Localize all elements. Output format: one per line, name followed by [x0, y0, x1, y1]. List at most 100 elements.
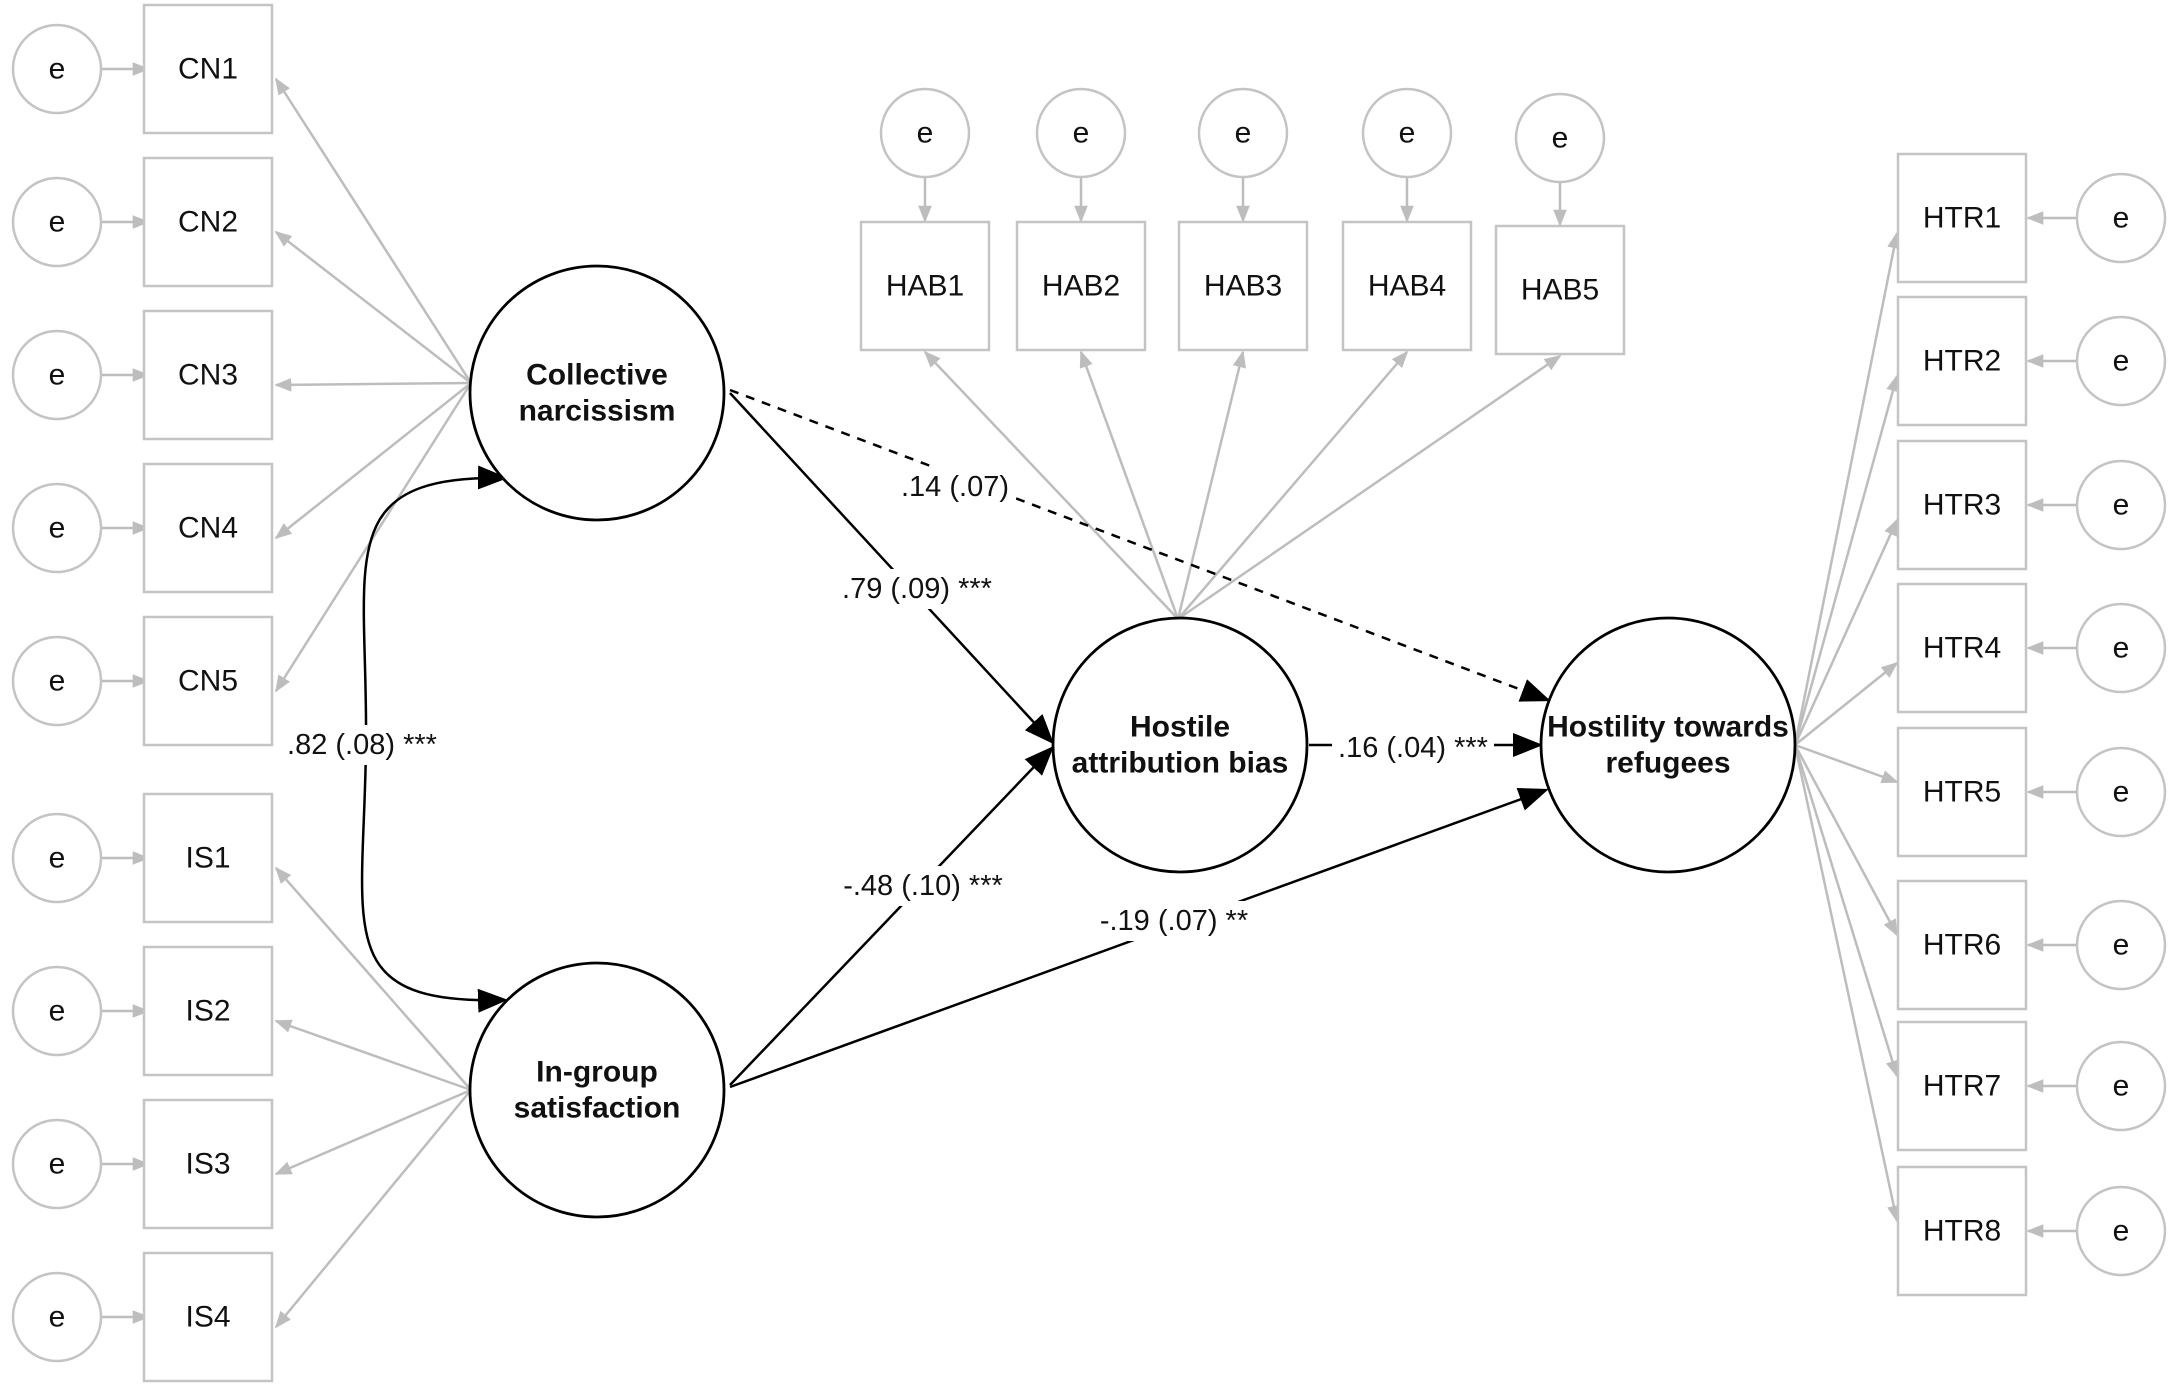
error-circle-htr4: [2075, 602, 2167, 694]
path-labels-layer: .82 (.08) ***.79 (.09) ***-.48 (.10) ***…: [278, 467, 1494, 941]
error-circle-htr7-label: e: [2113, 1070, 2130, 1103]
indicator-box-hab5: [1494, 224, 1626, 356]
loading-hab5: [1177, 354, 1562, 621]
error-circle-is2: [11, 965, 103, 1057]
error-circle-htr2: [2075, 315, 2167, 407]
indicator-label-hab5: HAB5: [1521, 274, 1599, 307]
path-label-bg-cn_htr: [894, 467, 1016, 507]
error-circle-cn1: [11, 23, 103, 115]
latent-label-htr-line2: refugees: [1605, 747, 1730, 780]
loading-htr1: [1793, 231, 1901, 746]
loading-hab4: [1177, 350, 1409, 620]
error-circle-hab5: [1514, 92, 1606, 184]
indicator-label-htr7: HTR7: [1923, 1070, 2001, 1103]
latent-label-is-line2: satisfaction: [514, 1092, 681, 1125]
indicator-label-is3: IS3: [185, 1148, 230, 1181]
error-circle-htr2-label: e: [2113, 345, 2130, 378]
error-circle-htr1: [2075, 172, 2167, 264]
error-circle-cn4: [11, 482, 103, 574]
error-circle-cn4-label: e: [49, 512, 66, 545]
loading-htr3: [1793, 518, 1899, 746]
latent-label-hab-line1: Hostile: [1130, 711, 1230, 744]
indicator-label-cn5: CN5: [178, 665, 238, 698]
error-circle-hab3: [1197, 87, 1289, 179]
loading-is3: [274, 1088, 472, 1176]
error-circle-htr1-label: e: [2113, 202, 2130, 235]
indicator-label-htr1: HTR1: [1923, 202, 2001, 235]
indicator-box-hab1: [859, 220, 991, 352]
latent-label-is-line1: In-group: [536, 1056, 658, 1089]
latent-circle-hab: [1051, 616, 1309, 874]
indicator-label-hab3: HAB3: [1204, 270, 1282, 303]
error-circle-htr6: [2075, 899, 2167, 991]
indicator-label-hab1: HAB1: [886, 270, 964, 303]
loading-htr4: [1794, 661, 1899, 746]
path-is-hab: [729, 745, 1055, 1086]
path-label-bg-cn_hab: [831, 569, 1003, 609]
error-circle-htr8: [2075, 1185, 2167, 1277]
indicator-box-cn3: [142, 309, 274, 441]
indicator-label-is1: IS1: [185, 842, 230, 875]
indicator-label-htr2: HTR2: [1923, 345, 2001, 378]
indicator-label-cn4: CN4: [178, 512, 238, 545]
path-label-bg-hab_htr: [1332, 728, 1494, 768]
indicator-box-hab3: [1177, 220, 1309, 352]
paths-layer: [101, 62, 2077, 1329]
error-circle-cn1-label: e: [49, 53, 66, 86]
indicator-box-is4: [142, 1251, 274, 1383]
error-circle-htr3-label: e: [2113, 489, 2130, 522]
indicator-label-htr8: HTR8: [1923, 1215, 2001, 1248]
error-circle-cn5: [11, 635, 103, 727]
error-circle-hab3-label: e: [1235, 117, 1252, 150]
loading-htr8: [1793, 744, 1901, 1223]
nodes-layer: CN1eCN2eCN3eCN4eCN5eIS1eIS2eIS3eIS4eHAB1…: [11, 3, 2167, 1383]
loading-htr6: [1793, 744, 1899, 937]
indicator-box-htr8: [1896, 1165, 2028, 1297]
path-label-cn_is: .82 (.08) ***: [287, 729, 437, 761]
indicator-box-cn2: [142, 156, 274, 288]
latent-label-hab-line2: attribution bias: [1072, 747, 1289, 780]
latent-circle-htr: [1539, 616, 1797, 874]
error-circle-is2-label: e: [49, 995, 66, 1028]
loading-hab2: [1079, 350, 1180, 620]
indicator-box-cn4: [142, 462, 274, 594]
indicator-box-is2: [142, 945, 274, 1077]
loading-htr7: [1793, 744, 1899, 1078]
error-circle-hab2: [1035, 87, 1127, 179]
loading-htr5: [1794, 743, 1899, 784]
indicator-label-htr5: HTR5: [1923, 776, 2001, 809]
error-circle-is3-label: e: [49, 1148, 66, 1181]
error-circle-htr4-label: e: [2113, 632, 2130, 665]
path-label-bg-is_hab: [836, 866, 1010, 906]
error-circle-is3: [11, 1118, 103, 1210]
path-label-hab_htr: .16 (.04) ***: [1338, 732, 1488, 764]
indicator-box-is3: [142, 1098, 274, 1230]
error-circle-hab2-label: e: [1073, 117, 1090, 150]
error-circle-is4: [11, 1271, 103, 1363]
loading-cn2: [274, 230, 472, 384]
error-circle-htr5: [2075, 746, 2167, 838]
indicator-label-is2: IS2: [185, 995, 230, 1028]
latent-label-htr-line1: Hostility towards: [1547, 711, 1789, 744]
indicator-label-htr3: HTR3: [1923, 489, 2001, 522]
indicator-label-htr4: HTR4: [1923, 632, 2001, 665]
loading-htr2: [1793, 374, 1900, 746]
loading-cn4: [274, 382, 472, 540]
path-label-is_hab: -.48 (.10) ***: [843, 870, 1003, 902]
indicator-label-cn3: CN3: [178, 359, 238, 392]
error-circle-cn2-label: e: [49, 206, 66, 239]
indicator-label-cn1: CN1: [178, 53, 238, 86]
error-circle-htr8-label: e: [2113, 1215, 2130, 1248]
path-label-bg-is_htr: [1094, 901, 1254, 941]
error-circle-htr5-label: e: [2113, 776, 2130, 809]
error-circle-hab1-label: e: [917, 117, 934, 150]
indicator-label-htr6: HTR6: [1923, 929, 2001, 962]
indicator-box-is1: [142, 792, 274, 924]
loading-is1: [274, 866, 472, 1091]
path-label-is_htr: -.19 (.07) **: [1100, 905, 1248, 937]
error-circle-hab5-label: e: [1552, 122, 1569, 155]
error-circle-is1: [11, 812, 103, 904]
error-circle-cn5-label: e: [49, 665, 66, 698]
latent-circle-cn: [468, 264, 726, 522]
